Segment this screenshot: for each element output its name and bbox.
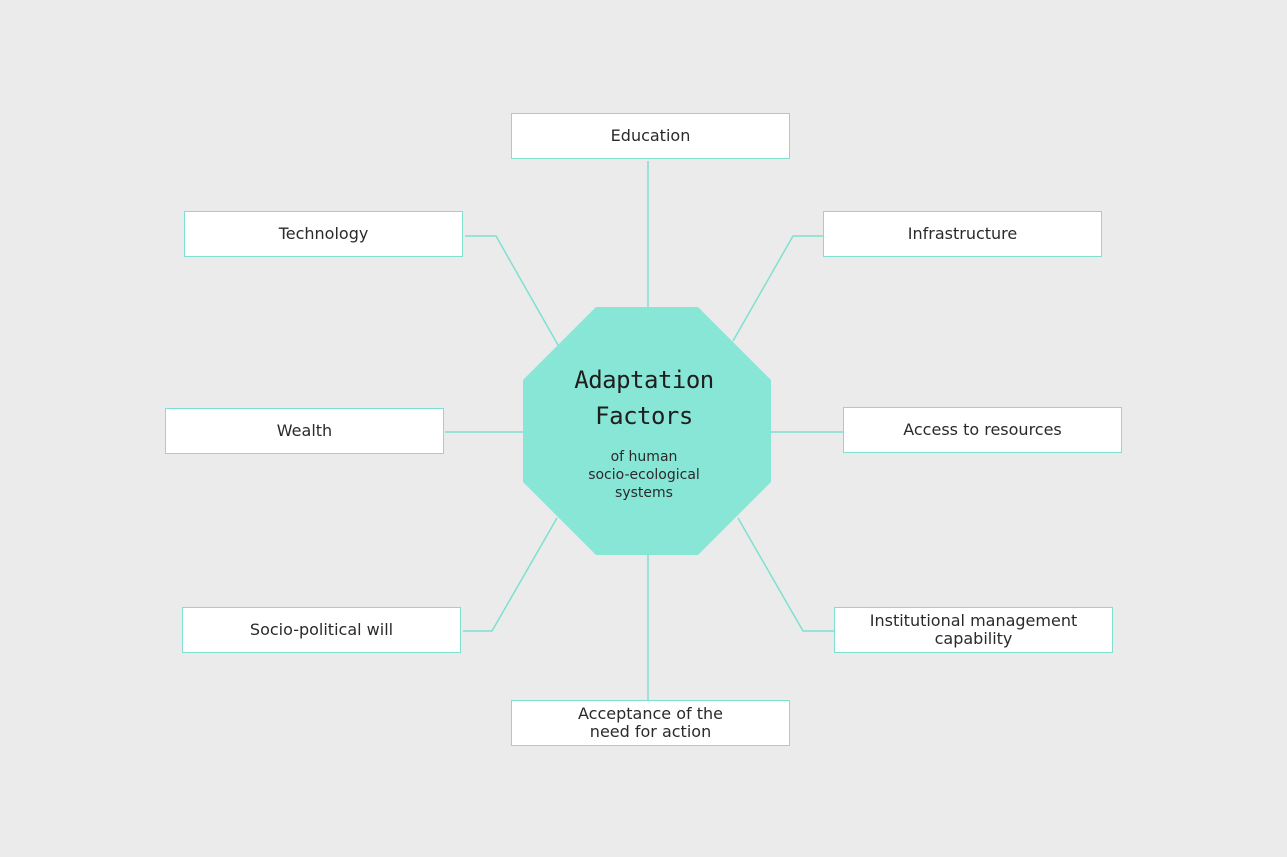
connector-technology — [465, 235, 559, 346]
factor-access-to-resources: Access to resources — [843, 407, 1122, 453]
center-title: Adaptation Factors — [574, 366, 714, 430]
factor-wealth: Wealth — [165, 408, 444, 454]
factor-technology: Technology — [184, 211, 463, 257]
center-subtitle: of human socio-ecological systems — [588, 449, 700, 501]
connector-infrastructure — [732, 235, 823, 342]
factor-education: Education — [511, 113, 790, 159]
factor-institutional-management-capability: Institutional management capability — [834, 607, 1113, 653]
connector-socio-political-will — [463, 517, 558, 632]
center-octagon — [523, 307, 771, 555]
connector-institutional-management — [737, 517, 834, 632]
factor-socio-political-will: Socio-political will — [182, 607, 461, 653]
factor-acceptance-of-need-for-action: Acceptance of the need for action — [511, 700, 790, 746]
factor-infrastructure: Infrastructure — [823, 211, 1102, 257]
